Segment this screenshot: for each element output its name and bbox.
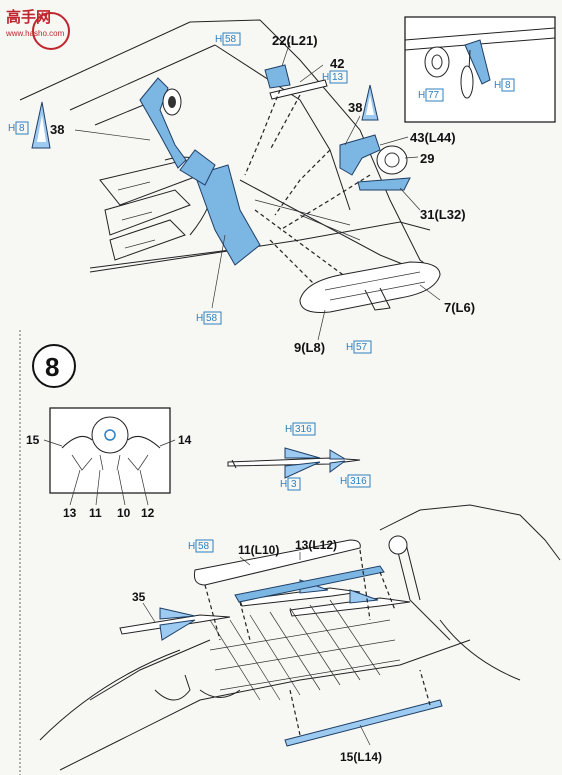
label-13-l12: 13(L12) xyxy=(295,538,337,552)
label-29: 29 xyxy=(420,151,434,166)
svg-text:8: 8 xyxy=(19,123,25,134)
paint-code-h58-top: H 58 xyxy=(215,32,241,46)
inset-label-11: 11 xyxy=(89,506,102,520)
svg-text:77: 77 xyxy=(428,90,440,101)
logo: 高手网 www.hasho.com xyxy=(5,8,70,50)
logo-emblem-icon xyxy=(32,12,70,50)
paint-code-h3: H 3 xyxy=(280,477,301,491)
upper-assembly xyxy=(19,19,441,313)
svg-text:H: H xyxy=(494,80,501,91)
label-11-l10: 11(L10) xyxy=(238,543,279,557)
paint-code-h13: H 13 xyxy=(322,70,348,84)
logo-url: www.hasho.com xyxy=(5,29,65,38)
svg-text:H: H xyxy=(215,34,222,45)
inset-label-14: 14 xyxy=(178,433,192,447)
inset-label-13: 13 xyxy=(63,506,77,520)
svg-text:8: 8 xyxy=(505,80,511,91)
svg-text:H: H xyxy=(285,424,292,435)
svg-text:316: 316 xyxy=(350,476,367,487)
paint-code-h77: H 77 xyxy=(418,88,444,102)
label-9: 9(L8) xyxy=(294,340,325,355)
rail-15 xyxy=(284,699,443,747)
svg-text:57: 57 xyxy=(356,342,368,353)
svg-text:316: 316 xyxy=(295,424,312,435)
paint-code-h316-top: H 316 xyxy=(285,422,316,436)
paint-code-h316-bottom: H 316 xyxy=(340,474,371,488)
paint-code-h58-lower: H 58 xyxy=(188,539,214,553)
part-42 xyxy=(269,79,328,100)
drop-tank xyxy=(299,261,441,313)
svg-text:58: 58 xyxy=(206,313,218,324)
label-43: 43(L44) xyxy=(410,130,456,145)
svg-text:H: H xyxy=(188,541,195,552)
paint-code-h57: H 57 xyxy=(346,340,372,354)
paint-code-h8-inset: H 8 xyxy=(494,78,515,92)
step-number-circle-icon: 8 xyxy=(32,344,76,388)
svg-text:H: H xyxy=(8,123,15,134)
label-42: 42 xyxy=(330,56,344,71)
part-43-gear xyxy=(339,134,381,176)
label-22: 22(L21) xyxy=(272,33,318,48)
wheel-29 xyxy=(376,145,408,175)
svg-text:13: 13 xyxy=(332,72,344,83)
paint-code-h58-bottom: H 58 xyxy=(196,311,222,325)
upper-leaders xyxy=(74,41,441,341)
lower-assembly xyxy=(39,504,561,771)
label-15-l14: 15(L14) xyxy=(340,750,382,764)
missile-detail xyxy=(227,447,361,479)
svg-text:H: H xyxy=(322,72,329,83)
logo-text: 高手网 xyxy=(6,8,51,26)
svg-text:H: H xyxy=(418,90,425,101)
svg-text:H: H xyxy=(340,476,347,487)
part-22 xyxy=(264,64,291,89)
gear-detail-inset xyxy=(404,16,556,123)
lower-leaders xyxy=(142,552,371,746)
label-7: 7(L6) xyxy=(444,300,475,315)
svg-text:H: H xyxy=(346,342,353,353)
svg-text:58: 58 xyxy=(225,34,237,45)
rail-13 xyxy=(234,565,385,603)
label-38-right: 38 xyxy=(348,100,362,115)
step-number: 8 xyxy=(45,352,59,382)
inset-label-15: 15 xyxy=(26,433,40,447)
intake-part xyxy=(194,164,261,266)
svg-text:58: 58 xyxy=(198,541,210,552)
pylon-front-inset xyxy=(49,407,171,494)
part-31-door xyxy=(357,177,411,191)
rail-11 xyxy=(194,539,361,586)
svg-text:H: H xyxy=(196,313,203,324)
label-31: 31(L32) xyxy=(420,207,466,222)
svg-text:H: H xyxy=(280,479,287,490)
inset-label-10: 10 xyxy=(117,506,131,520)
svg-text:3: 3 xyxy=(291,479,297,490)
paint-code-h8-left: H 8 xyxy=(8,121,29,135)
main-gear-leg xyxy=(139,77,187,169)
inset-leaders xyxy=(43,439,176,506)
label-38-left: 38 xyxy=(50,122,64,137)
inset-label-12: 12 xyxy=(141,506,155,520)
label-35: 35 xyxy=(132,590,146,604)
